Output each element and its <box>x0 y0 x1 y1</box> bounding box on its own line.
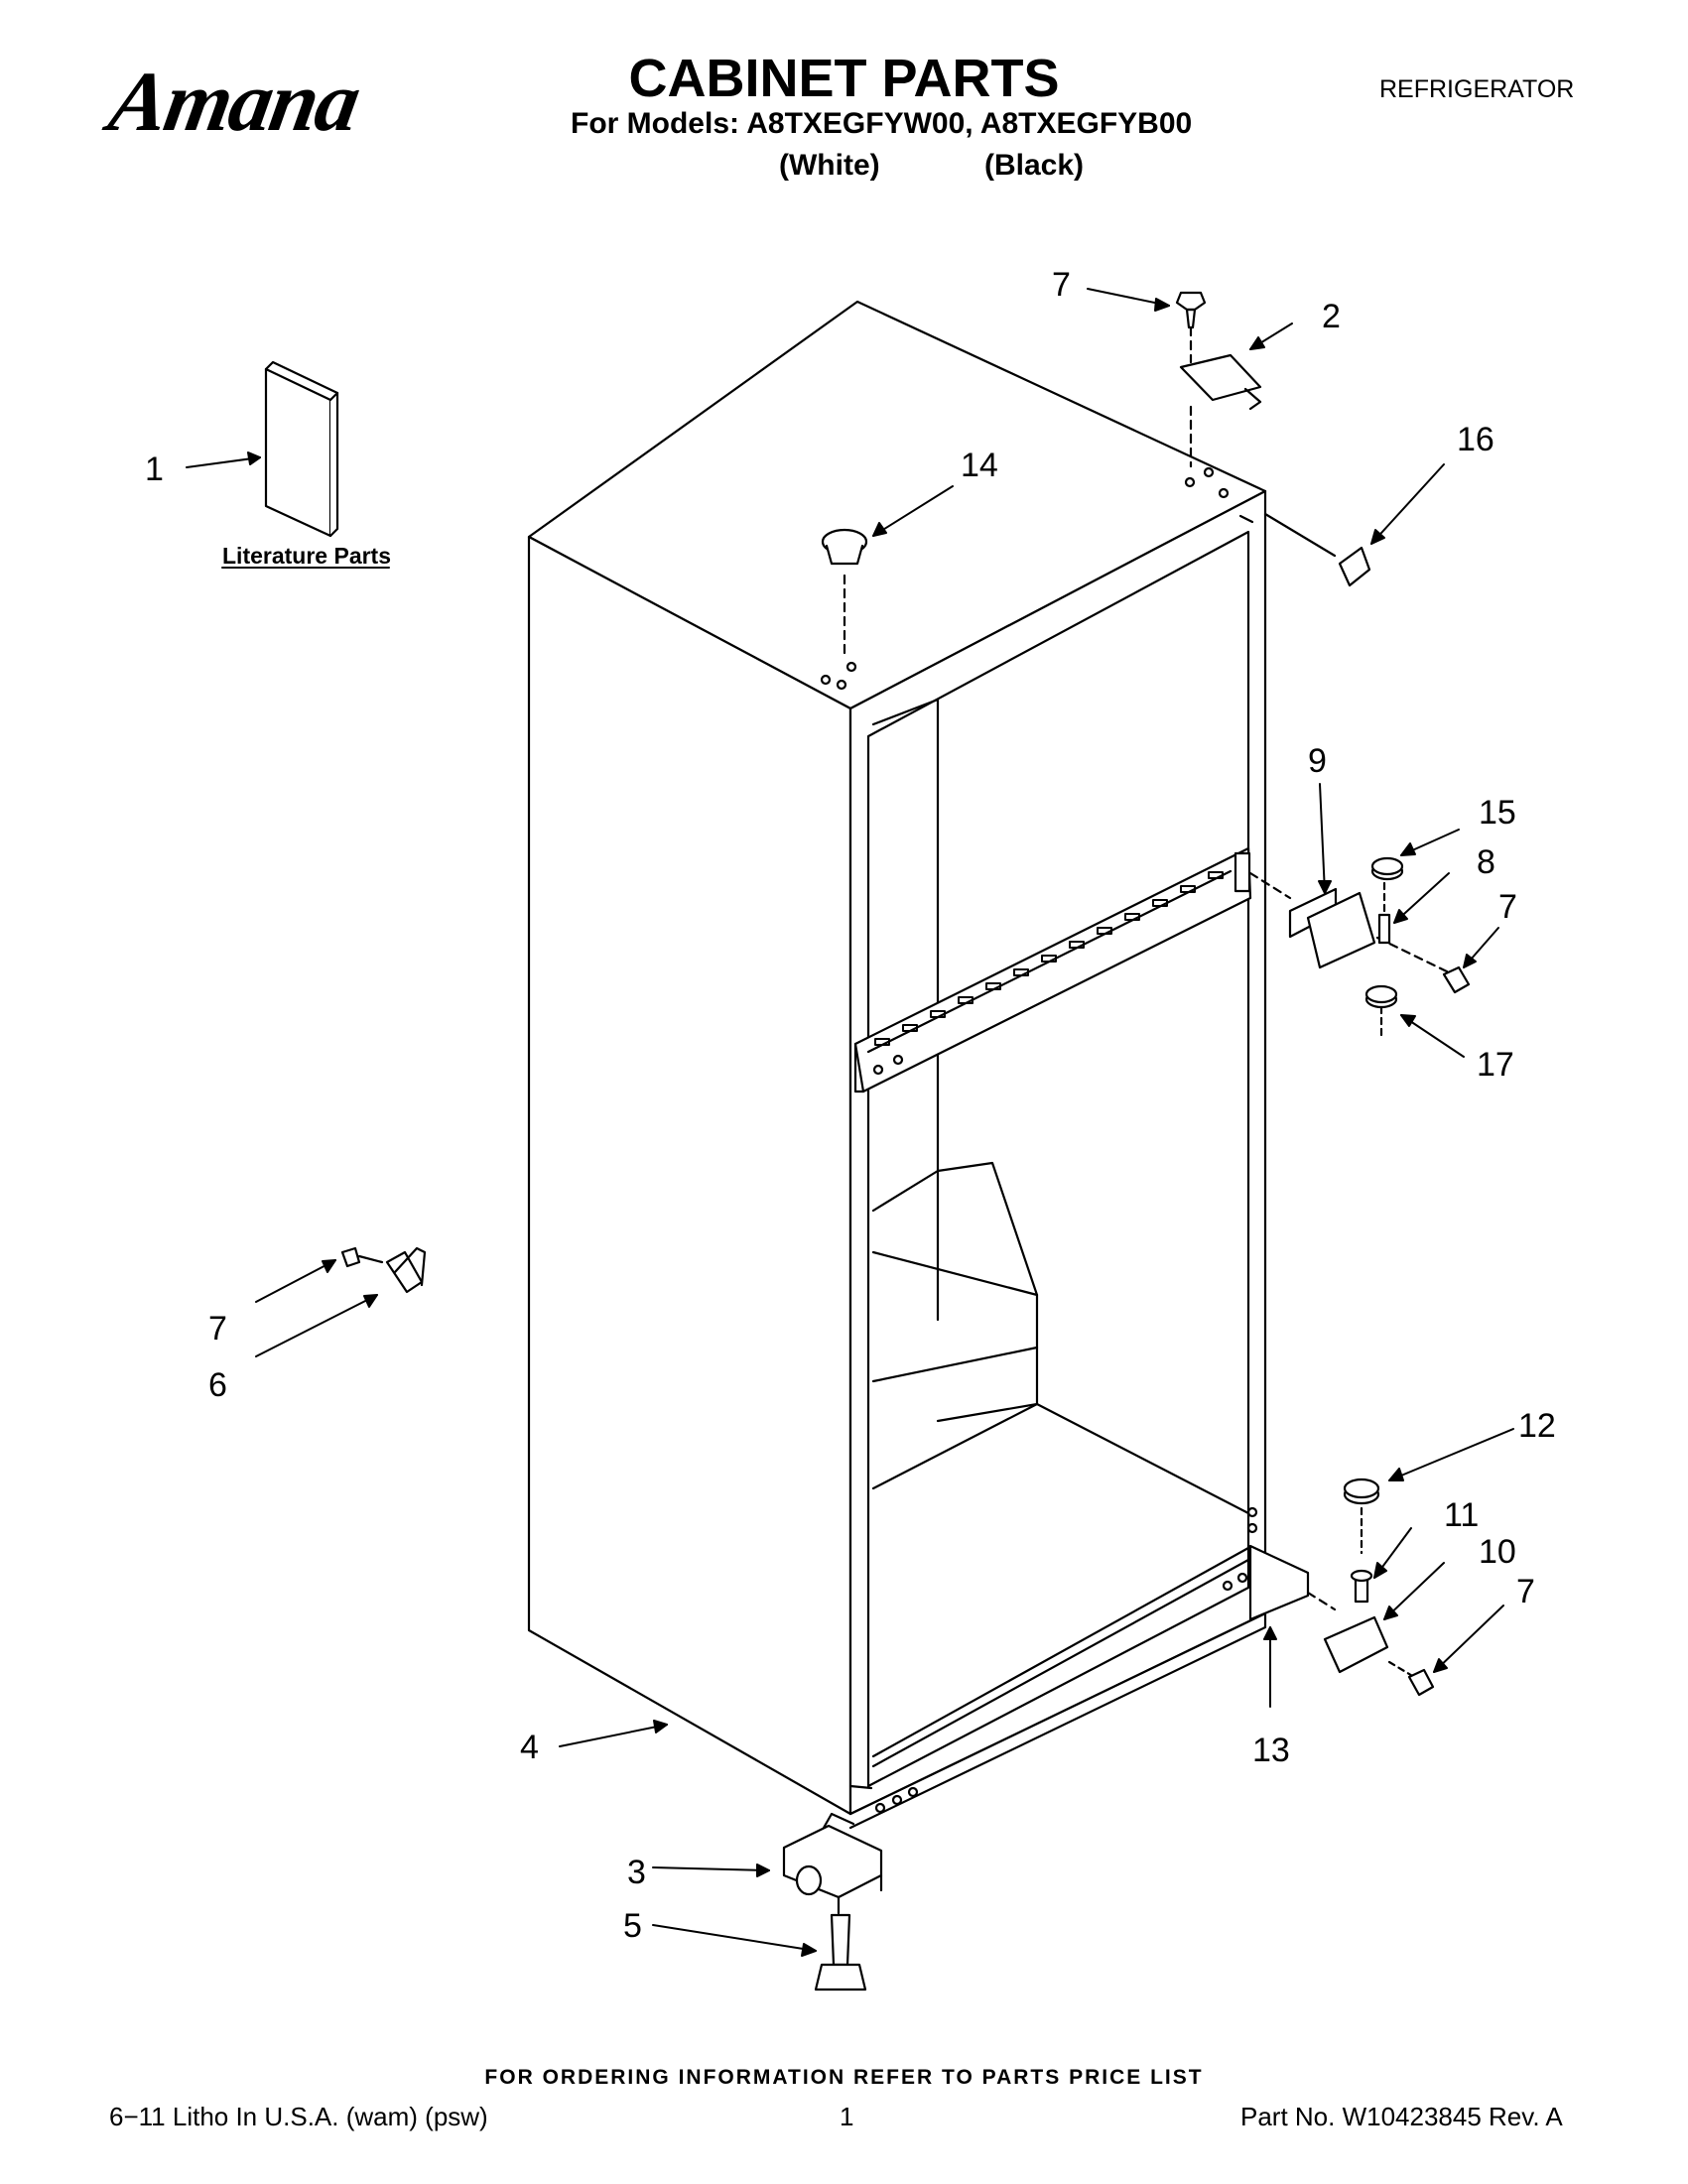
category-label: REFRIGERATOR <box>1379 75 1575 103</box>
callout-12: 12 <box>1518 1407 1556 1445</box>
callout-4: 4 <box>520 1729 539 1766</box>
callout-2: 2 <box>1322 298 1341 335</box>
leader-lines <box>186 288 1514 1957</box>
callout-3: 3 <box>627 1854 646 1891</box>
callout-15: 15 <box>1479 794 1516 832</box>
callout-7-middle: 7 <box>1498 888 1517 926</box>
middle-hinge <box>1248 856 1471 1039</box>
page-title: CABINET PARTS <box>628 49 1060 108</box>
callout-17: 17 <box>1477 1046 1514 1084</box>
callout-7-top: 7 <box>1052 266 1071 304</box>
callout-10: 10 <box>1479 1533 1516 1571</box>
litho-info: 6−11 Litho In U.S.A. (wam) (psw) <box>109 2102 488 2131</box>
center-rail <box>853 846 1252 1093</box>
hinge-cap <box>1263 512 1371 587</box>
callout-8: 8 <box>1477 843 1495 881</box>
callout-16: 16 <box>1457 421 1494 458</box>
callout-7-left: 7 <box>208 1310 227 1348</box>
ordering-note: FOR ORDERING INFORMATION REFER TO PARTS … <box>484 2066 1204 2089</box>
callout-7-lower: 7 <box>1516 1573 1535 1610</box>
lower-hinge <box>1248 1477 1435 1697</box>
callout-11: 11 <box>1444 1496 1479 1534</box>
page-number: 1 <box>840 2102 854 2131</box>
plug-part <box>821 528 868 657</box>
color-black-label: (Black) <box>984 149 1085 182</box>
roller-assembly <box>782 1812 883 1991</box>
cabinet-body <box>527 300 1267 1830</box>
color-white-label: (White) <box>779 149 880 182</box>
callout-14: 14 <box>961 447 998 484</box>
literature-parts-label: Literature Parts <box>222 543 391 569</box>
callout-1: 1 <box>145 450 164 488</box>
literature-booklet <box>264 360 339 538</box>
callout-5: 5 <box>623 1907 642 1945</box>
top-hinge <box>1175 291 1262 468</box>
callout-13: 13 <box>1252 1732 1290 1769</box>
models-line: For Models: A8TXEGFYW00, A8TXEGFYB00 <box>571 107 1193 140</box>
callout-6: 6 <box>208 1366 227 1404</box>
part-number: Part No. W10423845 Rev. A <box>1240 2102 1563 2131</box>
door-strike <box>340 1246 427 1294</box>
callout-9: 9 <box>1308 742 1327 780</box>
